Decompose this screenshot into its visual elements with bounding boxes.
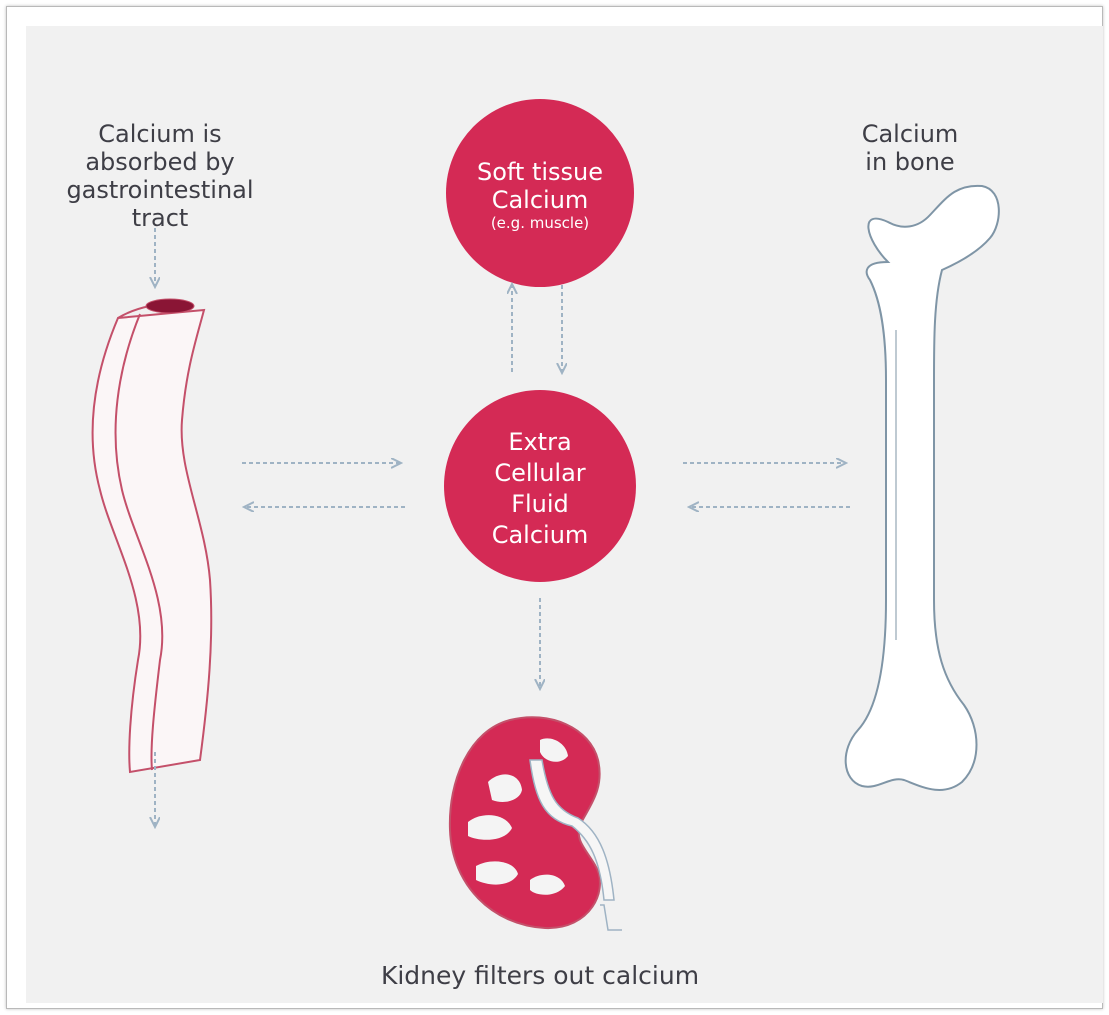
gi-tract-label: Calcium is absorbed by gastrointestinal … <box>30 120 290 232</box>
bone-icon <box>846 186 999 790</box>
soft-tissue-subtitle: (e.g. muscle) <box>440 214 640 232</box>
kidney-label: Kidney filters out calcium <box>300 962 780 990</box>
soft-tissue-title: Soft tissue Calcium <box>440 158 640 214</box>
bone-calcium-label: Calcium in bone <box>830 120 990 176</box>
kidney-icon <box>450 717 622 930</box>
intestine-icon <box>93 299 212 772</box>
ecf-calcium-title: Extra Cellular Fluid Calcium <box>440 427 640 551</box>
